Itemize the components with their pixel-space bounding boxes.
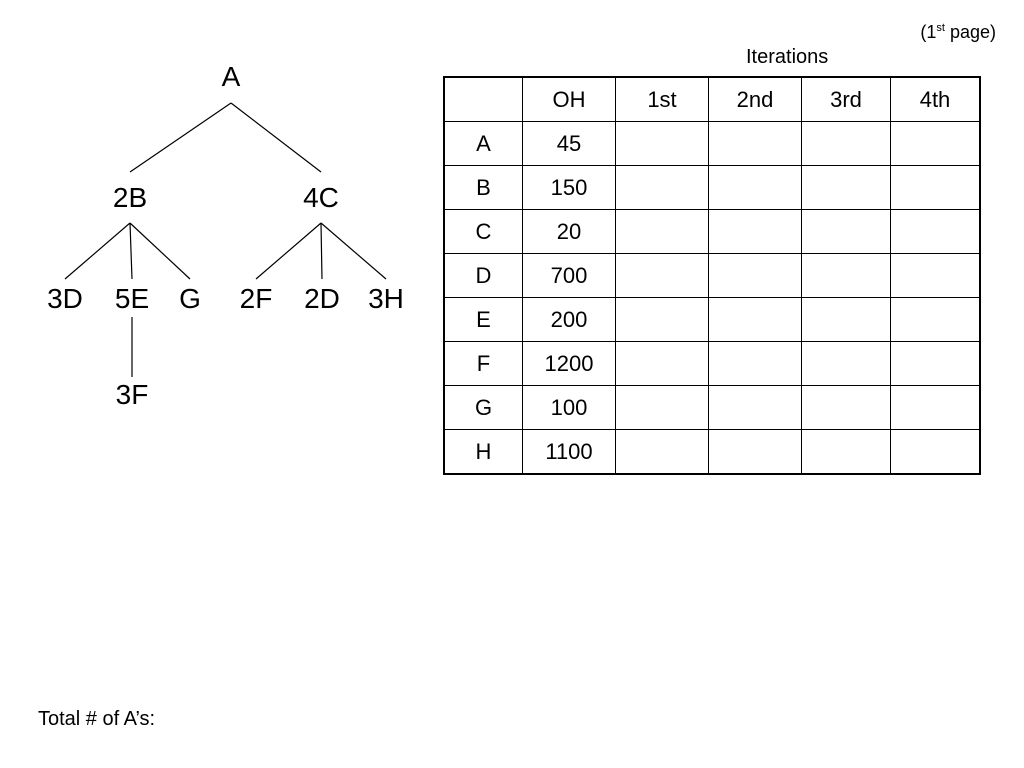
tree-edge-A-2B [129, 102, 232, 173]
iteration-3-cell [801, 429, 891, 475]
page-note-superscript: st [936, 22, 945, 34]
iteration-3-cell [801, 341, 891, 386]
iteration-4-cell [890, 253, 981, 298]
header-cell-2nd: 2nd [708, 76, 802, 122]
iteration-4-cell [890, 209, 981, 254]
item-cell: D [443, 253, 523, 298]
tree-node-4c: 4C [303, 182, 339, 213]
tree-node-2f: 2F [239, 283, 273, 314]
item-cell: F [443, 341, 523, 386]
iteration-2-cell [708, 341, 802, 386]
tree-node-2d: 2D [304, 283, 340, 314]
header-cell-3rd: 3rd [801, 76, 891, 122]
tree-edge-4C-3H [320, 222, 387, 280]
page-note-prefix: (1 [920, 22, 937, 42]
header-cell-1st: 1st [615, 76, 709, 122]
tree-edge-2B-5E [129, 222, 133, 280]
item-cell: A [443, 121, 523, 166]
iteration-3-cell [801, 165, 891, 210]
iteration-1-cell [615, 341, 709, 386]
header-cell-item [443, 76, 523, 122]
total-label: Total # of A’s: [38, 708, 156, 730]
iteration-1-cell [615, 209, 709, 254]
tree-edge-4C-2F [255, 222, 322, 280]
iteration-4-cell [890, 297, 981, 342]
tree-node-3h: 3H [368, 283, 404, 314]
iteration-1-cell [615, 121, 709, 166]
iterations-label: Iterations [746, 46, 829, 68]
tree-edge-2B-G [129, 222, 191, 280]
page-number-note: (1st page) [920, 22, 996, 43]
tree-node-a: A [221, 61, 241, 92]
iteration-4-cell [890, 121, 981, 166]
item-cell: G [443, 385, 523, 430]
iteration-4-cell [890, 429, 981, 475]
iteration-3-cell [801, 253, 891, 298]
iteration-2-cell [708, 253, 802, 298]
iteration-4-cell [890, 341, 981, 386]
iteration-3-cell [801, 121, 891, 166]
item-cell: E [443, 297, 523, 342]
item-cell: C [443, 209, 523, 254]
on-hand-cell: 45 [522, 121, 616, 166]
iteration-3-cell [801, 209, 891, 254]
tree-node-g: G [179, 283, 201, 314]
on-hand-cell: 20 [522, 209, 616, 254]
tree-node-5e: 5E [114, 283, 150, 314]
on-hand-cell: 1100 [522, 429, 616, 475]
item-cell: B [443, 165, 523, 210]
on-hand-cell: 100 [522, 385, 616, 430]
iteration-2-cell [708, 121, 802, 166]
tree-edge-2B-3D [64, 222, 131, 280]
tree-edge-4C-2D [320, 222, 323, 280]
on-hand-cell: 200 [522, 297, 616, 342]
iteration-1-cell [615, 165, 709, 210]
tree-node-2b: 2B [112, 182, 148, 213]
page-note-suffix: page) [944, 22, 996, 42]
on-hand-cell: 1200 [522, 341, 616, 386]
iteration-1-cell [615, 253, 709, 298]
iteration-2-cell [708, 385, 802, 430]
on-hand-cell: 700 [522, 253, 616, 298]
iteration-2-cell [708, 209, 802, 254]
on-hand-cell: 150 [522, 165, 616, 210]
tree-node-3d: 3D [47, 283, 83, 314]
table-header-row: OH 1st 2nd 3rd 4th [443, 76, 981, 122]
iteration-4-cell [890, 385, 981, 430]
product-structure-tree [64, 102, 387, 377]
iteration-2-cell [708, 429, 802, 475]
iteration-3-cell [801, 297, 891, 342]
header-cell-4th: 4th [890, 76, 981, 122]
header-cell-oh: OH [522, 76, 616, 122]
iteration-1-cell [615, 297, 709, 342]
iteration-2-cell [708, 165, 802, 210]
iteration-1-cell [615, 385, 709, 430]
iteration-1-cell [615, 429, 709, 475]
item-cell: H [443, 429, 523, 475]
tree-edge-A-4C [230, 102, 322, 173]
iteration-4-cell [890, 165, 981, 210]
tree-node-3f: 3F [115, 379, 149, 410]
iteration-3-cell [801, 385, 891, 430]
iteration-2-cell [708, 297, 802, 342]
